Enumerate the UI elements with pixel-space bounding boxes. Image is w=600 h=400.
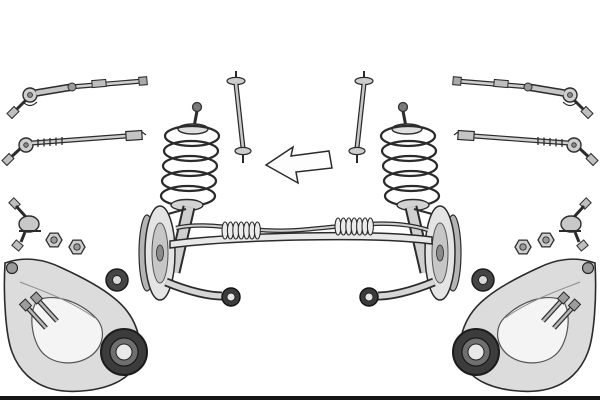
direction-arrow [264,145,333,185]
control-arm-right [453,259,596,391]
control-arm-left [4,259,147,391]
axle-beam-stabilizer [169,217,433,249]
stabilizer-bellows-right [334,217,374,236]
stabilizer-bellows-left [221,221,261,240]
image-border-bottom [0,396,600,400]
